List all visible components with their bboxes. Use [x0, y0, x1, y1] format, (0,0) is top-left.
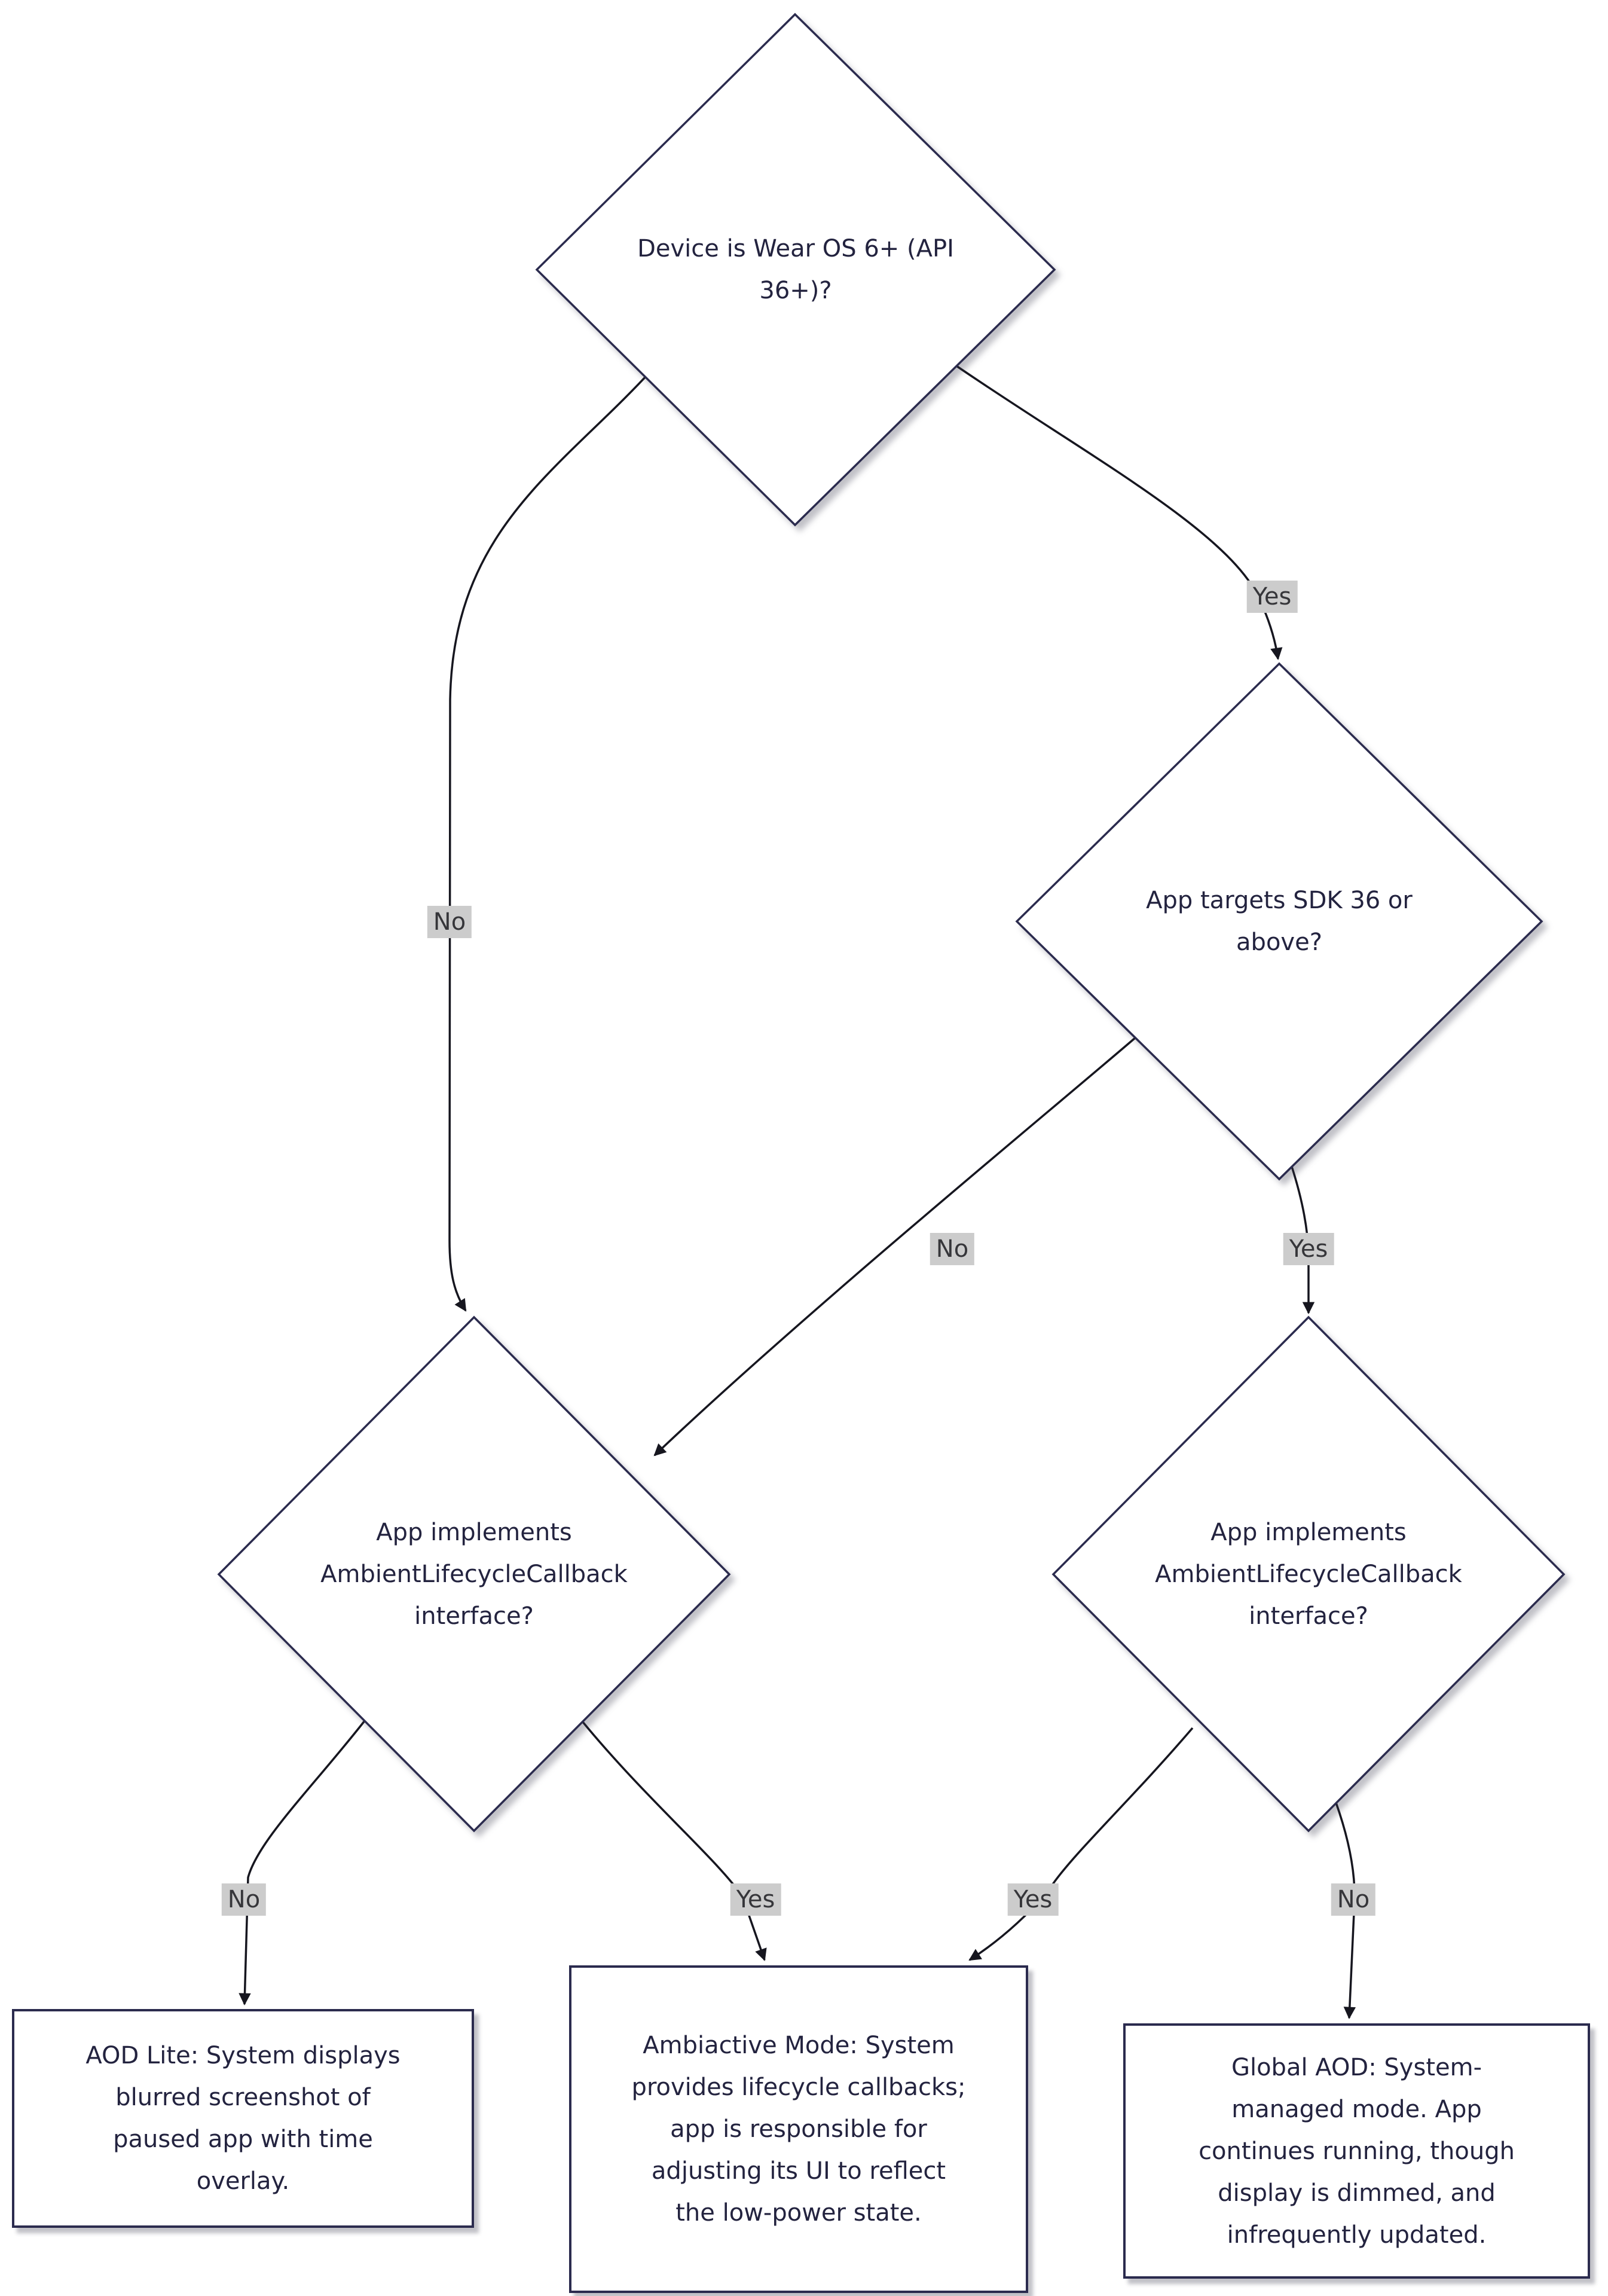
decision-device-wearos6-label: Device is Wear OS 6+ (API 36+)?	[637, 235, 954, 304]
edge-right-callback-yes	[968, 1727, 1194, 1961]
edge-label-device-no: No	[427, 906, 472, 938]
outcome-aod-lite-label: AOD Lite: System displays blurred screen…	[85, 2042, 401, 2195]
decision-targets-sdk36-label: App targets SDK 36 or above?	[1146, 887, 1413, 956]
edge-sdk-no	[653, 1036, 1137, 1457]
edge-label-left-callback-no: No	[221, 1883, 267, 1916]
decision-diamond-device-wearos6	[535, 13, 1056, 527]
decision-diamond-targets-sdk36	[1015, 662, 1543, 1181]
edge-label-sdk-no: No	[930, 1233, 975, 1265]
decision-callback-left-label: App implements AmbientLifecycleCallback …	[320, 1519, 628, 1630]
edge-label-left-callback-yes: Yes	[730, 1883, 781, 1916]
outcome-box-ambiactive-mode: Ambiactive Mode: System provides lifecyc…	[569, 1965, 1028, 2293]
decision-diamond-callback-right	[1051, 1315, 1566, 1833]
decision-callback-right-label: App implements AmbientLifecycleCallback …	[1155, 1519, 1462, 1630]
edge-device-no	[448, 375, 647, 1312]
outcome-global-aod-label: Global AOD: System-managed mode. App con…	[1199, 2053, 1515, 2249]
edge-device-yes	[956, 365, 1283, 661]
outcome-box-aod-lite: AOD Lite: System displays blurred screen…	[12, 2009, 474, 2228]
edge-left-callback-no	[239, 1720, 366, 2006]
outcome-ambiactive-mode-label: Ambiactive Mode: System provides lifecyc…	[631, 2032, 966, 2227]
edge-label-right-callback-yes: Yes	[1007, 1883, 1059, 1916]
edge-left-callback-yes	[582, 1721, 767, 1961]
edge-label-sdk-yes: Yes	[1283, 1233, 1334, 1265]
edge-label-device-yes: Yes	[1246, 581, 1298, 613]
edge-label-right-callback-no: No	[1331, 1883, 1376, 1916]
outcome-box-global-aod: Global AOD: System-managed mode. App con…	[1123, 2023, 1590, 2279]
decision-diamond-callback-left	[217, 1315, 731, 1833]
